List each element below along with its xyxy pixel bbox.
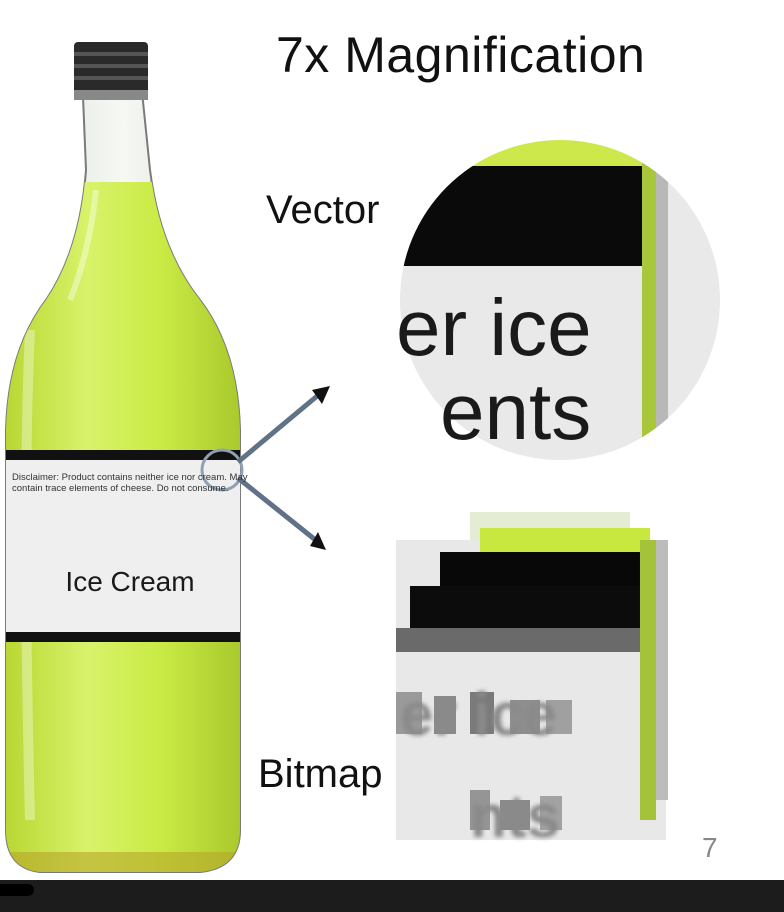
bottom-bar [0, 880, 784, 912]
vector-zoom-line2: ents [440, 367, 592, 456]
vector-label: Vector [266, 188, 380, 232]
bottle-disclaimer: Disclaimer: Product contains neither ice… [12, 472, 248, 494]
label-bottom-stripe [6, 632, 240, 642]
bottle-cap [74, 42, 148, 100]
slide-title: 7x Magnification [276, 27, 646, 83]
bitmap-zoom-line2: nts [470, 783, 560, 850]
bottle [5, 42, 241, 873]
bottle-label [6, 450, 240, 642]
arrow-up-head [312, 386, 330, 404]
magnifier-circle [200, 448, 244, 492]
arrow-down-head [310, 532, 326, 550]
bitmap-label: Bitmap [258, 752, 383, 796]
page-number: 7 [702, 832, 718, 863]
bottle-brand: Ice Cream [65, 566, 195, 597]
vector-zoom-line1: er ice [396, 283, 592, 372]
bitmap-zoom [396, 512, 668, 840]
zoom-arrows [236, 386, 330, 550]
label-top-stripe [6, 450, 240, 460]
bottom-tab [0, 884, 34, 896]
bitmap-zoom-line1: er ice [400, 681, 557, 748]
